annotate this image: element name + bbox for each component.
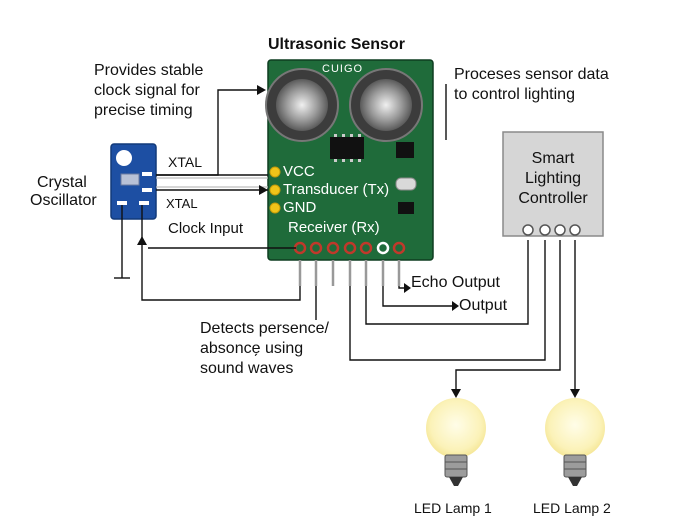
detect-note-line-1: Detects persence/ xyxy=(200,320,329,337)
pin-label-rx: Receiver (Rx) xyxy=(288,219,380,236)
pin-dot-vcc xyxy=(269,166,281,178)
arrow-clock-note xyxy=(257,85,266,95)
led-lamp-2-icon xyxy=(545,398,605,486)
arrow-clock-input xyxy=(137,236,147,245)
clock-note-line-3: precise timing xyxy=(94,102,193,119)
header-pins xyxy=(298,260,401,286)
pin-dot-gnd xyxy=(269,202,281,214)
controller-wire-1 xyxy=(365,240,529,325)
arrow-echo-output xyxy=(404,283,411,293)
sensor-chip-label: CUIGO xyxy=(322,63,364,75)
xtal-top-label: XTAL xyxy=(168,154,202,170)
arrow-lamp1 xyxy=(451,389,461,398)
echo-output-wire xyxy=(398,286,404,289)
clock-note-line-1: Provides stable xyxy=(94,62,204,79)
ultrasonic-sensor-board xyxy=(265,59,434,286)
lamp-1-label: LED Lamp 1 xyxy=(414,500,492,516)
lamp1-wire xyxy=(455,240,561,392)
led-lamp-1-icon xyxy=(426,398,486,486)
controller-name-line-1: Smart xyxy=(531,150,575,167)
connection-lines xyxy=(114,84,576,392)
pin-dot-tx xyxy=(269,184,281,196)
small-chip-icon xyxy=(396,142,414,158)
output-wire xyxy=(382,286,452,307)
arrow-lamp2 xyxy=(570,389,580,398)
clock-input-label: Clock Input xyxy=(168,220,244,237)
crystal-component-icon xyxy=(395,177,417,191)
processing-note-line-2: to control lighting xyxy=(454,86,575,103)
detect-note-line-2: absonce̗ using xyxy=(200,340,304,357)
smart-lighting-controller-box xyxy=(502,131,604,237)
controller-wire-2 xyxy=(349,240,546,361)
clock-feedback-wire xyxy=(141,205,301,301)
pin-label-vcc: VCC xyxy=(283,163,315,180)
smd-component-icon xyxy=(398,202,414,214)
controller-name-line-3: Controller xyxy=(518,190,588,207)
transducer-tx-icon xyxy=(265,68,339,142)
pin-label-gnd: GND xyxy=(283,199,317,216)
crystal-oscillator-module xyxy=(110,143,157,220)
oscillator-name-line-2: Oscillator xyxy=(30,192,97,209)
transducer-rx-icon xyxy=(349,68,423,142)
detect-note-line-3: sound waves xyxy=(200,360,294,377)
pin-label-tx: Transducer (Tx) xyxy=(283,181,390,198)
output-label: Output xyxy=(459,297,508,314)
gray-wires xyxy=(156,177,268,188)
oscillator-name-line-1: Crystal xyxy=(37,174,87,191)
diagram-title: Ultrasonic Sensor xyxy=(268,36,405,53)
arrowheads xyxy=(137,85,580,398)
processing-note-line-1: Proceses sensor data xyxy=(454,66,609,83)
controller-name-line-2: Lighting xyxy=(524,170,582,187)
arrow-xtal-input xyxy=(259,185,268,195)
xtal-bottom-label: XTAL xyxy=(166,196,198,211)
lamp-2-label: LED Lamp 2 xyxy=(533,500,611,516)
arrow-output xyxy=(452,301,459,311)
echo-output-label: Echo Output xyxy=(411,274,500,291)
clock-note-line-2: clock signal for xyxy=(94,82,200,99)
ic-chip-icon xyxy=(330,137,364,159)
